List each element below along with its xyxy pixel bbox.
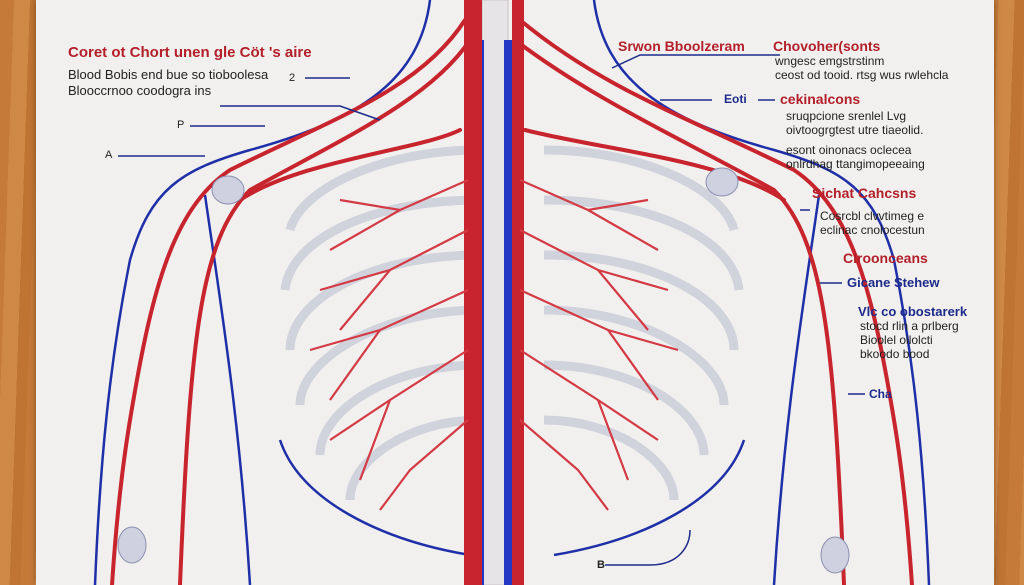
artery-right (512, 0, 524, 585)
pointer-label: Eoti (724, 92, 747, 106)
heading-2-line-2: oivtoogrgtest utre tiaeolid. (786, 123, 924, 137)
heading-3-line-1: Cosrcbl clvvtimeg e (820, 209, 925, 223)
blue-line-2: Bioolel oilolcti (860, 333, 933, 347)
marker-b: B (597, 559, 605, 571)
top-center-title: Srwon Bboolzeram (618, 38, 745, 54)
para-line-1: esont oinonacs oclecea (786, 143, 912, 157)
heading-3-line-2: eclinac cnolocestun (820, 223, 925, 237)
blue-heading: Vlc co obostarerk (858, 304, 968, 319)
marker-p: P (177, 119, 185, 131)
heading-3: Sichat Cahcsns (812, 185, 917, 201)
left-line-1: Blood Bobis end bue so tioboolesa (68, 67, 269, 82)
marker-a: A (105, 149, 113, 161)
blue-line-1: stocd rlin a prlberg (860, 319, 959, 333)
shoulder-joints (117, 167, 850, 574)
heading-2: cekinalcons (780, 91, 861, 107)
aorta (464, 0, 482, 585)
left-line-2: Blooccrnoo coodogra ins (68, 83, 212, 98)
heading-1-line-1: wngesc emgstrstinm (775, 54, 885, 68)
arteries (110, 18, 914, 585)
spine (481, 0, 509, 585)
body-outline-veins (93, 0, 931, 585)
heading-4: Clroonceans (843, 250, 928, 266)
para-line-2: onlrdhag ttangimopeeaing (786, 157, 925, 171)
heading-1: Chovoher(sonts (773, 38, 881, 54)
lung-branches (309, 178, 679, 511)
left-title: Coret ot Chort unen gle Cöt 's aire (68, 44, 312, 61)
heading-2-line-1: sruqpcione srenlel Lvg (786, 109, 907, 123)
marker-cha: Cha (869, 387, 892, 401)
blue-label: Gicane Stehew (847, 275, 940, 290)
heading-1-line-2: ceost od tooid. rtsg wus rwlehcla (775, 68, 949, 82)
marker-2: 2 (289, 72, 296, 84)
leader-lines (118, 54, 865, 566)
blue-line-3: bkoodo bood (860, 347, 930, 361)
